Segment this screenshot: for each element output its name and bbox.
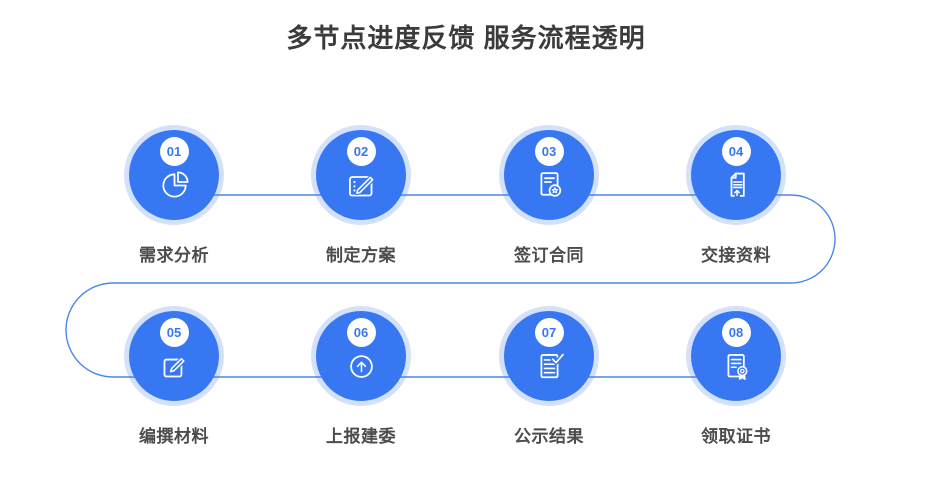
process-node-6: 06 上报建委 [296, 311, 426, 447]
step-number: 01 [166, 144, 182, 159]
process-node-2: 02 制定方案 [296, 130, 426, 266]
node-label: 签订合同 [514, 246, 584, 265]
process-node-3: 03 签订合同 [484, 130, 614, 266]
node-circle: 05 [129, 311, 219, 401]
process-node-4: 04 交接资料 [671, 130, 801, 266]
node-circle: 07 [504, 311, 594, 401]
node-circle: 01 [129, 130, 219, 220]
node-label: 公示结果 [514, 427, 584, 446]
checked-list-icon [531, 348, 568, 385]
step-number: 02 [353, 144, 369, 159]
plan-document-icon [343, 167, 380, 204]
node-circle: 04 [691, 130, 781, 220]
step-number: 04 [728, 144, 744, 159]
step-number: 06 [353, 325, 369, 340]
node-label: 领取证书 [701, 427, 771, 446]
step-number-badge: 06 [346, 318, 376, 347]
file-transfer-icon [718, 167, 755, 204]
edit-compose-icon [156, 348, 193, 385]
node-circle: 03 [504, 130, 594, 220]
step-number-badge: 05 [159, 318, 189, 347]
step-number-badge: 07 [534, 318, 564, 347]
process-node-8: 08 领取证书 [671, 311, 801, 447]
process-node-1: 01 需求分析 [109, 130, 239, 266]
node-label: 编撰材料 [139, 427, 209, 446]
step-number-badge: 02 [346, 137, 376, 166]
step-number: 07 [541, 325, 557, 340]
process-node-5: 05 编撰材料 [109, 311, 239, 447]
pie-chart-icon [156, 167, 193, 204]
node-label: 制定方案 [326, 246, 396, 265]
upload-arrow-icon [343, 348, 380, 385]
contract-seal-icon [531, 167, 568, 204]
step-number: 03 [541, 144, 557, 159]
process-node-7: 07 公示结果 [484, 311, 614, 447]
node-label: 需求分析 [139, 246, 209, 265]
node-circle: 06 [316, 311, 406, 401]
step-number-badge: 04 [721, 137, 751, 166]
step-number-badge: 01 [159, 137, 189, 166]
node-label: 上报建委 [326, 427, 396, 446]
step-number: 05 [166, 325, 182, 340]
certificate-icon [718, 348, 755, 385]
page-title: 多节点进度反馈 服务流程透明 [286, 23, 646, 53]
node-label: 交接资料 [701, 246, 771, 265]
node-circle: 02 [316, 130, 406, 220]
step-number-badge: 03 [534, 137, 564, 166]
step-number-badge: 08 [721, 318, 751, 347]
node-circle: 08 [691, 311, 781, 401]
step-number: 08 [728, 325, 744, 340]
